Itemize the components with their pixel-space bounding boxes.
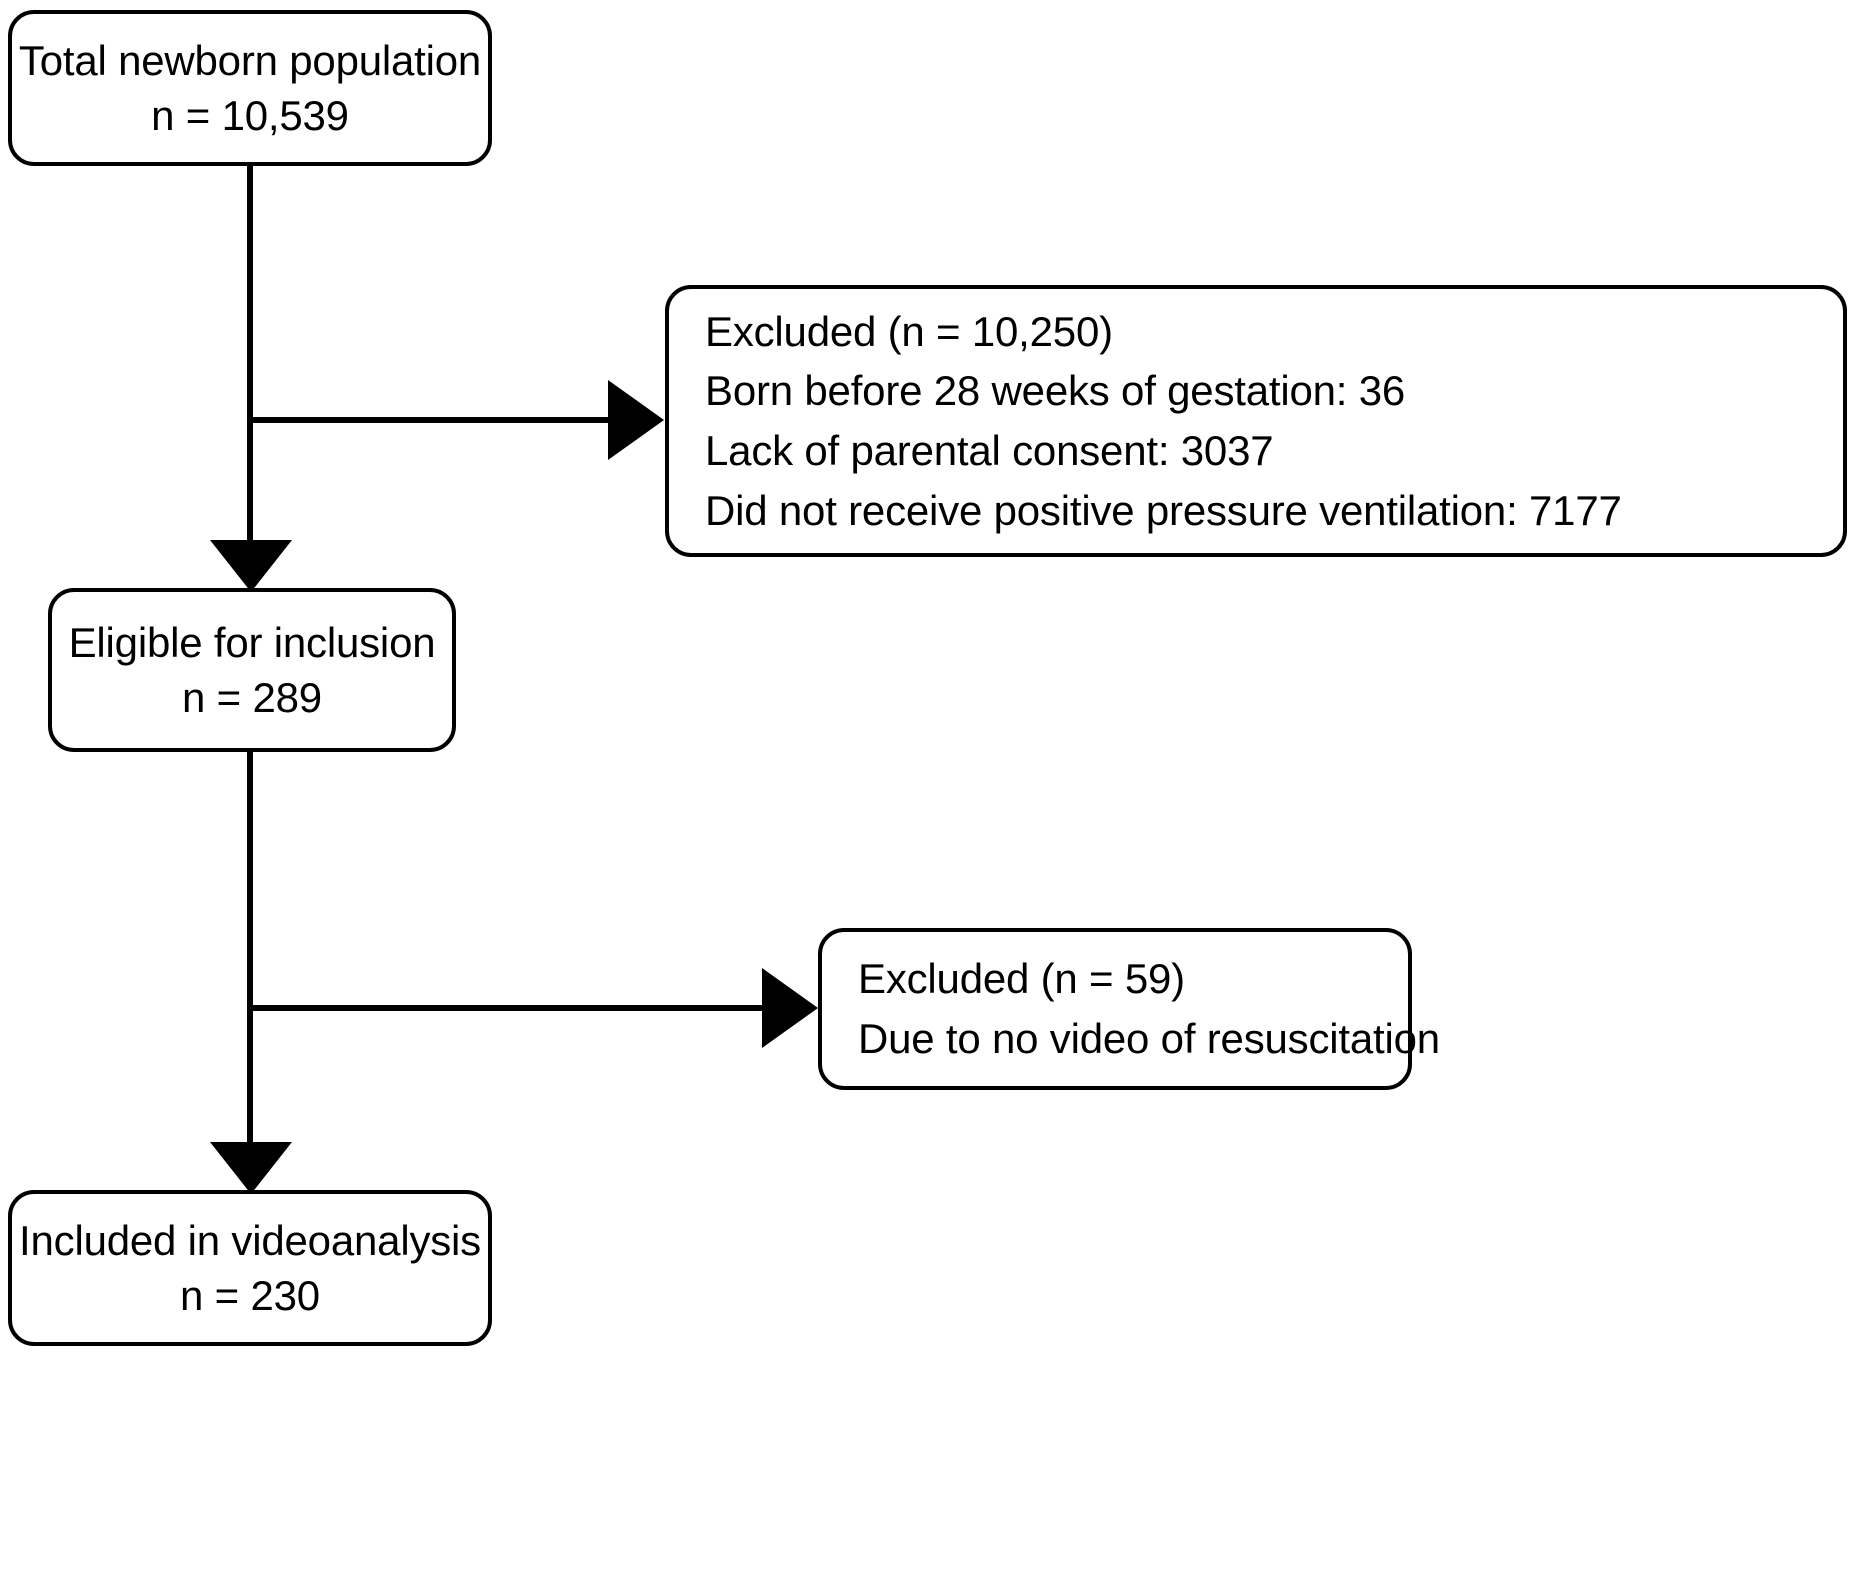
arrowhead-right-excluded-primary xyxy=(608,380,664,460)
node-eligible-count: n = 289 xyxy=(182,674,322,721)
node-included-count: n = 230 xyxy=(180,1272,320,1319)
node-excluded-primary: Excluded (n = 10,250) Born before 28 wee… xyxy=(665,285,1847,557)
node-included-in-videoanalysis: Included in videoanalysis n = 230 xyxy=(8,1190,492,1346)
node-eligible-for-inclusion: Eligible for inclusion n = 289 xyxy=(48,588,456,752)
excluded-primary-reason-ventilation: Did not receive positive pressure ventil… xyxy=(705,486,1622,534)
node-included-label: Included in videoanalysis xyxy=(19,1216,481,1264)
node-eligible-label: Eligible for inclusion xyxy=(68,618,436,666)
node-excluded-secondary: Excluded (n = 59) Due to no video of res… xyxy=(818,928,1440,1090)
node-total-population-count: n = 10,539 xyxy=(151,92,349,139)
excluded-primary-reason-consent: Lack of parental consent: 3037 xyxy=(705,427,1274,474)
arrowhead-right-excluded-secondary xyxy=(762,968,818,1048)
excluded-primary-header: Excluded (n = 10,250) xyxy=(705,307,1113,355)
arrowhead-down-eligible xyxy=(210,540,292,592)
excluded-primary-reason-gestation: Born before 28 weeks of gestation: 36 xyxy=(705,367,1406,415)
arrowhead-down-included xyxy=(210,1142,292,1194)
node-total-newborn-population: Total newborn population n = 10,539 xyxy=(8,10,492,166)
node-total-population-label: Total newborn population xyxy=(18,36,482,84)
excluded-secondary-reason-no-video: Due to no video of resuscitation xyxy=(858,1015,1440,1062)
excluded-secondary-header: Excluded (n = 59) xyxy=(858,955,1185,1003)
